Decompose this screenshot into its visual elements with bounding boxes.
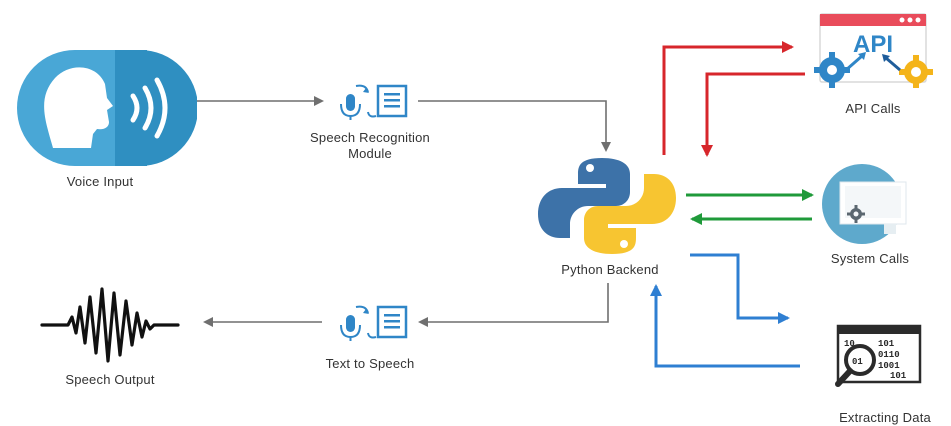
speech-recognition-label-line1: Speech Recognition bbox=[310, 130, 430, 145]
system-calls-label: System Calls bbox=[830, 251, 910, 266]
svg-text:101: 101 bbox=[878, 339, 895, 349]
python-backend-label: Python Backend bbox=[561, 262, 659, 277]
microphone-document-icon bbox=[340, 84, 408, 120]
speech-recognition-label-line2: Module bbox=[348, 146, 392, 161]
svg-text:10: 10 bbox=[844, 339, 855, 349]
arrow-recognition-to-python bbox=[418, 100, 611, 152]
voice-input-label: Voice Input bbox=[66, 174, 134, 189]
extracting-data-label: Extracting Data bbox=[839, 410, 931, 425]
arrow-python-to-data bbox=[690, 253, 790, 324]
arrow-api-to-python bbox=[701, 72, 805, 157]
voice-input-node bbox=[10, 40, 200, 200]
api-calls-label: API Calls bbox=[845, 101, 901, 116]
python-logo-icon bbox=[538, 158, 676, 254]
svg-text:101: 101 bbox=[890, 371, 907, 381]
sound-wave-icon bbox=[40, 287, 180, 363]
speaking-head-icon bbox=[17, 50, 197, 166]
api-badge-text: API bbox=[853, 31, 893, 58]
text-to-speech-label: Text to Speech bbox=[325, 356, 415, 371]
microphone-document-icon bbox=[340, 305, 408, 341]
speech-output-label: Speech Output bbox=[65, 372, 155, 387]
svg-text:0110: 0110 bbox=[878, 350, 900, 360]
arrow-python-to-tts bbox=[418, 283, 609, 327]
svg-text:1001: 1001 bbox=[878, 361, 900, 371]
monitor-gear-icon bbox=[822, 164, 907, 244]
arrow-data-to-python bbox=[650, 284, 800, 368]
arrow-python-to-api bbox=[662, 41, 794, 155]
svg-text:01: 01 bbox=[852, 357, 863, 367]
api-gears-icon: API bbox=[814, 13, 933, 88]
binary-magnifier-icon: 101 0110 1001 101 10 01 bbox=[835, 324, 922, 387]
